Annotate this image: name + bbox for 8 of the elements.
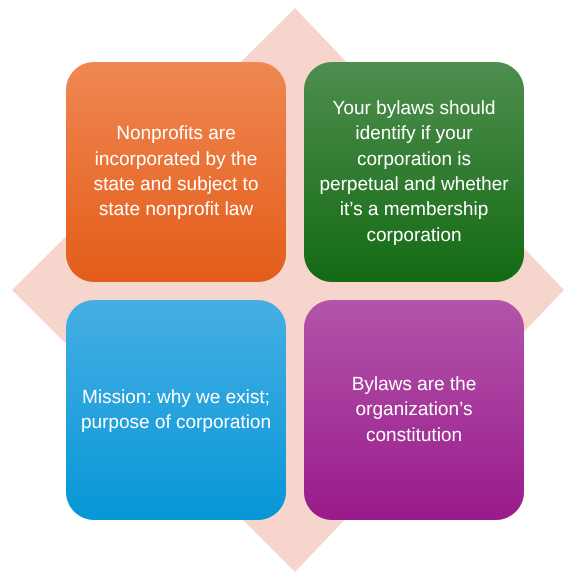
rounded-square bbox=[304, 300, 524, 520]
rounded-square bbox=[304, 62, 524, 282]
tile-text: Nonprofits are incorporated by the state and subject to state nonprofit law bbox=[92, 122, 260, 222]
tile-text: Mission: why we exist; purpose of corporation bbox=[80, 386, 272, 435]
rounded-square bbox=[66, 62, 286, 282]
tile-text: Bylaws are the organization’s constitution bbox=[350, 373, 478, 448]
tile-text: Your bylaws should identify if your corporation is perpetual and whether it’s a membership corporation bbox=[318, 97, 510, 248]
rounded-square bbox=[66, 300, 286, 520]
